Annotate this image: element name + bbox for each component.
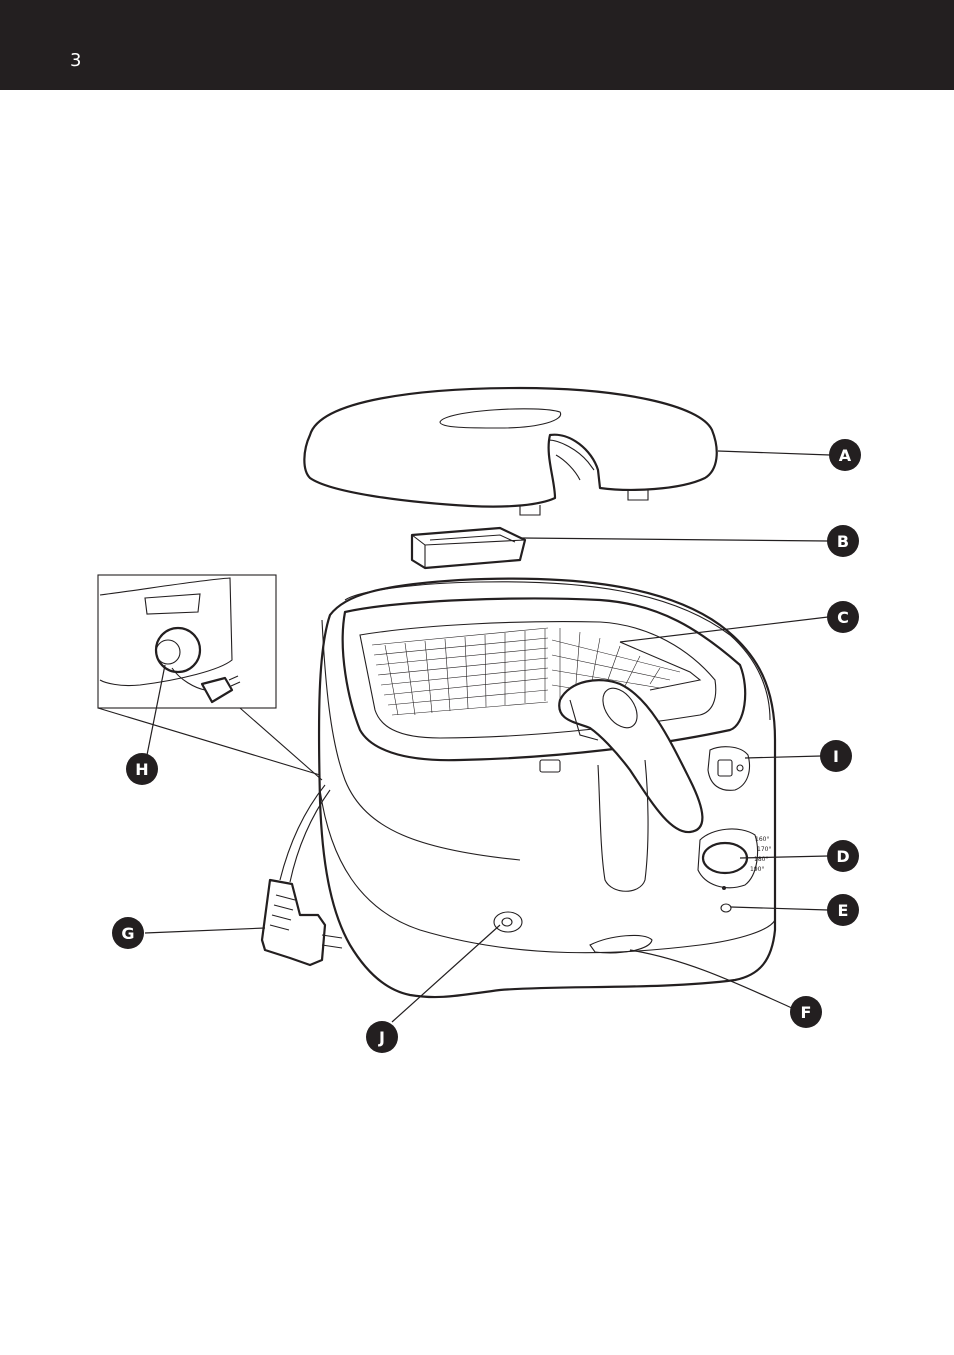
callout-g-label: G bbox=[121, 924, 134, 943]
callout-f-label: F bbox=[801, 1003, 812, 1022]
inset-detail bbox=[98, 575, 322, 780]
callout-a-label: A bbox=[839, 446, 852, 465]
callout-h: H bbox=[126, 753, 158, 785]
callout-i: I bbox=[820, 740, 852, 772]
temp-190: 190° bbox=[750, 866, 764, 873]
temp-170: 170° bbox=[757, 846, 771, 853]
callout-g: G bbox=[112, 917, 144, 949]
callout-d-label: D bbox=[836, 847, 849, 866]
callout-b-label: B bbox=[837, 532, 849, 551]
callout-c: C bbox=[827, 601, 859, 633]
callout-a: A bbox=[829, 439, 861, 471]
lid bbox=[304, 388, 716, 515]
callout-e-label: E bbox=[838, 901, 849, 920]
callout-f: F bbox=[790, 996, 822, 1028]
callout-b: B bbox=[827, 525, 859, 557]
callout-h-label: H bbox=[135, 760, 148, 779]
callout-i-label: I bbox=[833, 747, 839, 766]
callout-c-label: C bbox=[837, 608, 849, 627]
callout-j: J bbox=[366, 1021, 398, 1053]
callout-d: D bbox=[827, 840, 859, 872]
callout-e: E bbox=[827, 894, 859, 926]
temp-160: 160° bbox=[755, 836, 769, 843]
filter bbox=[412, 528, 525, 568]
callout-j-label: J bbox=[378, 1028, 385, 1047]
